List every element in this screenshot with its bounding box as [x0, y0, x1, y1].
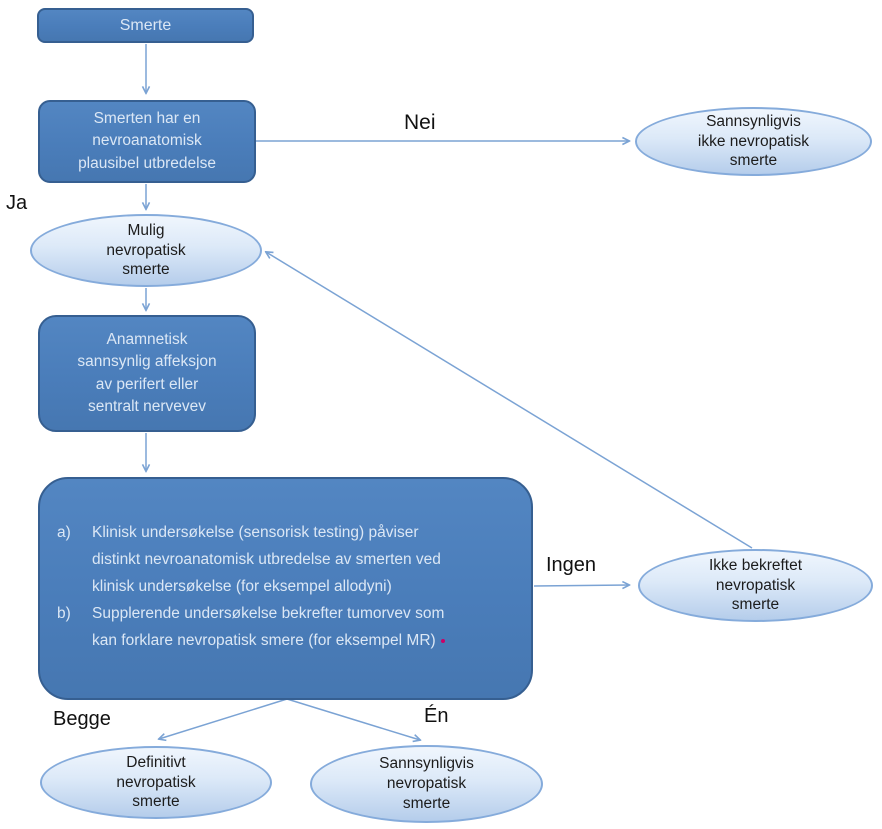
arrow-ingen-to-ikke-bekreftet — [533, 585, 629, 586]
edge-label-ingen: Ingen — [546, 554, 597, 576]
stray-red-dot — [441, 639, 445, 643]
edge-label-begge: Begge — [53, 708, 111, 730]
kriterier-item-a: a) Klinisk undersøkelse (sensorisk testi… — [57, 519, 515, 600]
node-kriterier-list: a) Klinisk undersøkelse (sensorisk testi… — [57, 519, 515, 654]
node-kriterier — [38, 477, 533, 700]
arrow-begge-to-definitivt — [159, 698, 288, 739]
kriterier-item-b-text: Supplerende undersøkelse bekrefter tumor… — [92, 605, 445, 649]
node-smerte-label: Smerte — [119, 16, 172, 34]
kriterier-item-a-text: Klinisk undersøkelse (sensorisk testing)… — [92, 524, 441, 595]
arrow-en-to-sannsynligvis — [286, 698, 420, 740]
kriterier-item-b: b) Supplerende undersøkelse bekrefter tu… — [57, 600, 515, 654]
kriterier-item-a-marker: a) — [57, 524, 71, 541]
kriterier-item-b-marker: b) — [57, 605, 71, 622]
node-smerte: Smerte — [37, 8, 254, 43]
edge-label-ja: Ja — [6, 192, 28, 214]
edge-label-en: Én — [424, 705, 449, 727]
edge-label-nei: Nei — [404, 111, 436, 134]
